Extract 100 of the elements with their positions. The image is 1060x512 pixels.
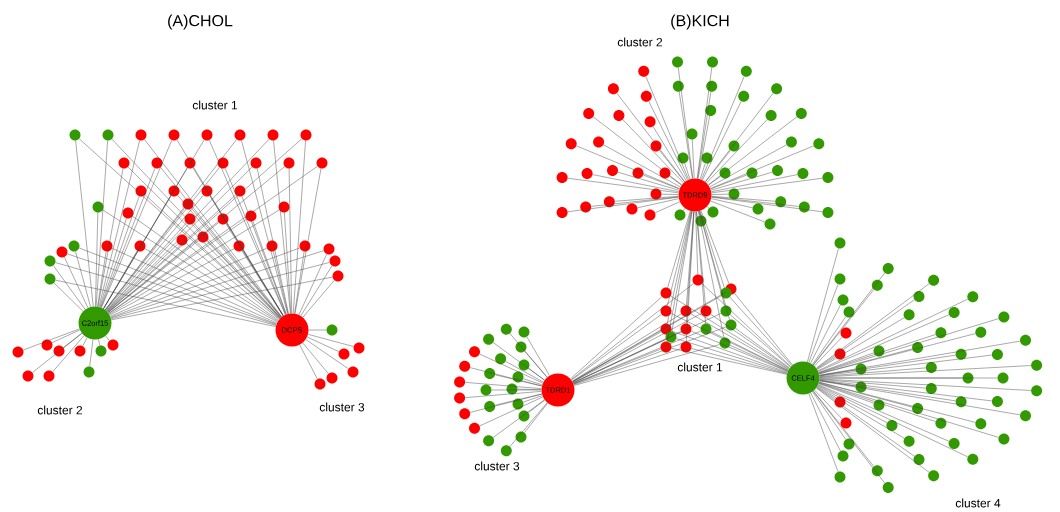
- edge-line: [53, 265, 86, 310]
- network-node: [518, 326, 530, 338]
- network-node: [118, 157, 130, 169]
- network-node: [948, 438, 960, 449]
- edge-line: [669, 176, 682, 186]
- network-node: [326, 372, 338, 384]
- edge-line: [705, 150, 731, 183]
- network-node: [122, 207, 134, 219]
- network-node: [326, 324, 338, 336]
- edge-line: [110, 248, 267, 317]
- edge-line: [111, 248, 278, 324]
- edge-line: [684, 163, 691, 180]
- network-node: [135, 185, 147, 197]
- edge-line: [678, 91, 693, 179]
- network-node: [660, 305, 672, 317]
- network-node: [1031, 385, 1043, 397]
- edge-line: [493, 399, 545, 438]
- network-node: [483, 435, 495, 447]
- network-node: [469, 346, 480, 358]
- edge-line: [699, 163, 706, 180]
- edge-line: [670, 295, 790, 370]
- edge-line: [711, 198, 753, 208]
- network-node: [332, 270, 344, 282]
- network-node: [495, 353, 507, 365]
- network-node: [913, 291, 925, 302]
- cluster-label: cluster 1: [677, 362, 723, 372]
- edge-line: [241, 196, 287, 315]
- edge-line: [661, 193, 679, 195]
- network-node: [837, 294, 849, 306]
- edge-line: [75, 140, 94, 307]
- network-node: [785, 136, 797, 148]
- edge-line: [709, 144, 787, 188]
- network-node: [882, 482, 894, 493]
- edge-line: [710, 174, 747, 190]
- network-node: [201, 185, 213, 197]
- network-node: [740, 65, 752, 77]
- edge-line: [622, 119, 684, 184]
- edge-line: [107, 138, 302, 313]
- network-node: [967, 291, 979, 303]
- network-node: [834, 471, 846, 483]
- network-node: [484, 368, 496, 379]
- edge-line: [730, 314, 791, 368]
- edge-line: [702, 101, 742, 181]
- edge-line: [701, 283, 792, 367]
- network-node: [107, 339, 119, 351]
- panel-title: (A)CHOL: [168, 14, 233, 30]
- network-node: [764, 218, 776, 230]
- network-node: [250, 157, 262, 169]
- edge-line: [711, 174, 798, 192]
- edge-line: [710, 172, 773, 191]
- network-node: [925, 361, 937, 373]
- edge-line: [818, 381, 976, 423]
- network-node: [644, 116, 656, 128]
- network-node: [775, 196, 787, 208]
- edge-line: [528, 399, 545, 413]
- edge-line: [711, 196, 823, 212]
- edge-line: [818, 383, 874, 404]
- edge-line: [643, 174, 680, 190]
- edge-line: [51, 329, 81, 343]
- network-node: [706, 80, 718, 92]
- network-node: [719, 337, 731, 349]
- edge-line: [98, 339, 101, 346]
- network-node: [771, 83, 783, 95]
- network-node: [728, 188, 740, 200]
- network-node: [353, 342, 365, 354]
- edge-line: [818, 314, 950, 372]
- edge-line: [191, 208, 282, 318]
- edge-line: [52, 335, 85, 372]
- edge-line: [710, 145, 814, 189]
- network-node: [913, 454, 925, 465]
- edge-line: [572, 313, 682, 382]
- network-node: [459, 360, 471, 372]
- network-node: [266, 240, 278, 252]
- edge-line: [818, 334, 936, 373]
- network-node: [182, 198, 194, 210]
- cluster-label: cluster 1: [192, 100, 238, 110]
- network-node: [234, 129, 246, 141]
- edge-line: [711, 196, 799, 207]
- network-node: [822, 207, 834, 218]
- edge-line: [570, 283, 694, 380]
- network-node: [659, 167, 671, 179]
- network-node: [168, 129, 180, 141]
- edge-line: [517, 388, 542, 390]
- network-node: [672, 80, 684, 92]
- network-node: [840, 417, 852, 429]
- edge-line: [816, 387, 930, 473]
- edge-line: [816, 299, 915, 369]
- edge-line: [292, 140, 306, 314]
- edge-line: [63, 333, 83, 348]
- network-node: [95, 345, 107, 357]
- edge-line: [807, 248, 839, 363]
- edge-line: [706, 206, 710, 209]
- edge-line: [100, 196, 140, 308]
- network-node: [948, 307, 960, 318]
- edge-line: [671, 211, 693, 332]
- network-node: [323, 243, 335, 255]
- edge-line: [614, 196, 679, 202]
- edge-line: [706, 119, 768, 184]
- network-node: [837, 450, 849, 462]
- network-node: [797, 168, 809, 179]
